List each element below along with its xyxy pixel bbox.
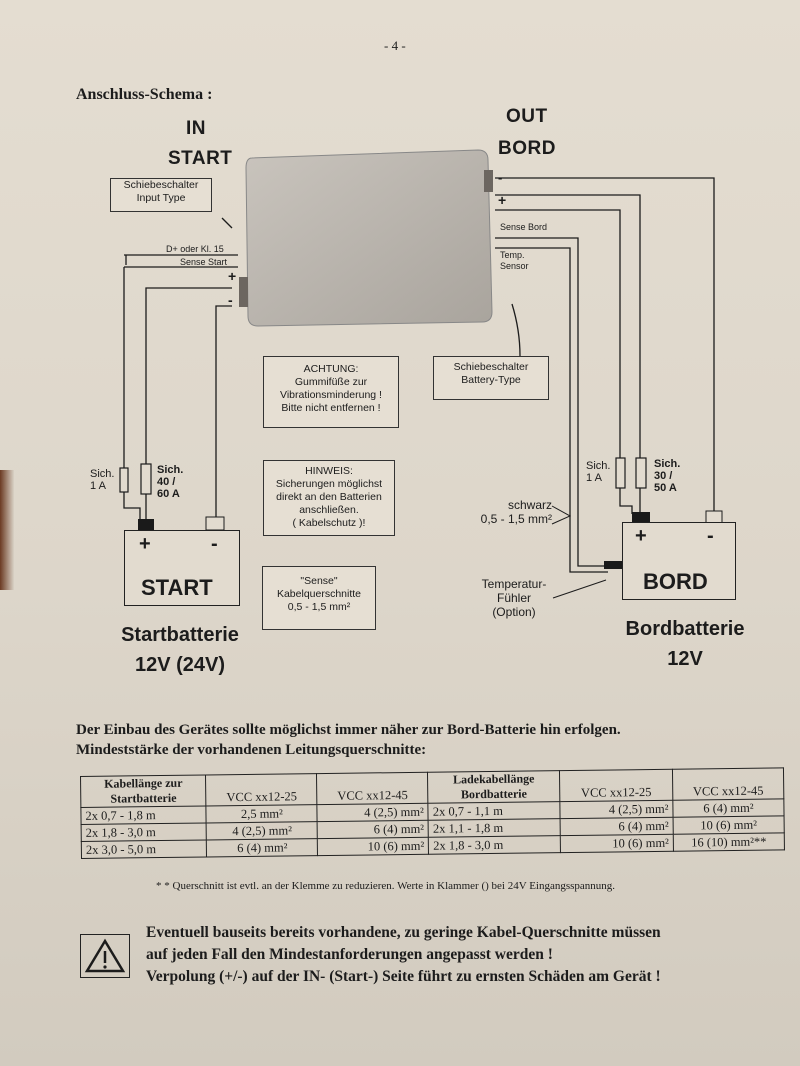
bord-plus-terminal bbox=[632, 512, 650, 524]
table-header: VCC xx12-25 bbox=[559, 769, 673, 802]
table-header: Kabellänge zur Startbatterie bbox=[80, 774, 207, 808]
cable-table: Kabellänge zur Startbatterie VCC xx12-25… bbox=[80, 767, 785, 859]
start-battery-plus: + bbox=[139, 533, 151, 555]
table-cell: 10 (6) mm² bbox=[317, 837, 429, 856]
table-header: VCC xx12-45 bbox=[672, 767, 784, 801]
warning-triangle-icon bbox=[84, 938, 126, 973]
table-cell: 2x 3,0 - 5,0 m bbox=[81, 839, 207, 859]
table-cell: 2x 0,7 - 1,8 m bbox=[80, 805, 207, 825]
label-sense-start: Sense Start bbox=[180, 257, 228, 267]
page-number: - 4 - bbox=[384, 38, 406, 53]
table-footnote: * * Querschnitt ist evtl. an der Klemme … bbox=[156, 880, 616, 892]
warning-box bbox=[80, 934, 130, 978]
bord-battery-plus: + bbox=[635, 525, 647, 547]
schema-title: Anschluss-Schema : bbox=[76, 86, 213, 103]
wiring-diagram bbox=[119, 149, 723, 599]
table-cell: 6 (4) mm² bbox=[672, 798, 785, 818]
table-cell: 4 (2,5) mm² bbox=[317, 803, 429, 822]
start-battery-minus: - bbox=[211, 533, 218, 555]
out-label: OUT bbox=[506, 106, 548, 127]
table-cell: 2x 1,8 - 3,0 m bbox=[81, 822, 207, 842]
binding-shadow bbox=[0, 470, 14, 590]
start-minus-terminal bbox=[205, 516, 225, 531]
table-cell: 10 (6) mm² bbox=[673, 815, 785, 835]
table-cell: 6 (4) mm² bbox=[317, 820, 429, 839]
in-label: IN bbox=[186, 118, 206, 139]
fuse-start-big-label: Sich.40 /60 A bbox=[157, 464, 184, 500]
table-cell: 6 (4) mm² bbox=[206, 838, 318, 857]
bord-battery-name: BORD bbox=[643, 569, 708, 594]
bord-battery: + - BORD bbox=[622, 522, 736, 600]
table-cell: 2x 1,8 - 3,0 m bbox=[428, 835, 561, 855]
table-cell: 4 (2,5) mm² bbox=[206, 821, 318, 840]
fuse-start-big bbox=[140, 463, 152, 495]
warning-line-1: Eventuell bauseits bereits vorhandene, z… bbox=[146, 924, 661, 941]
out-minus-sign: - bbox=[498, 170, 503, 185]
start-plus-sign: + bbox=[228, 268, 237, 284]
start-battery-name: START bbox=[141, 575, 213, 600]
fuse-bord-small bbox=[615, 457, 626, 489]
label-d-plus: D+ oder Kl. 15 bbox=[166, 244, 224, 254]
note-line-2: Mindeststärke der vorhandenen Leitungsqu… bbox=[76, 742, 427, 758]
fuse-start-small-label: Sich.1 A bbox=[90, 468, 115, 492]
table-cell: 4 (2,5) mm² bbox=[559, 800, 674, 819]
table-header: VCC xx12-45 bbox=[316, 772, 429, 805]
temp-fuehler-label: Temperatur-Fühler(Option) bbox=[481, 577, 547, 619]
table-cell: 2,5 mm² bbox=[206, 804, 318, 823]
fuse-bord-big-label: Sich.30 /50 A bbox=[654, 458, 681, 494]
start-label: START bbox=[168, 148, 233, 169]
note-line-1: Der Einbau des Gerätes sollte möglichst … bbox=[76, 722, 621, 738]
charger-device bbox=[239, 149, 493, 327]
warning-line-3: Verpolung (+/-) auf der IN- (Start-) Sei… bbox=[146, 968, 661, 985]
fuse-start-small bbox=[119, 467, 129, 493]
table-cell: 2x 0,7 - 1,1 m bbox=[428, 801, 561, 821]
fuse-bord-small-label: Sich.1 A bbox=[586, 460, 611, 484]
label-sense-bord: Sense Bord bbox=[500, 222, 548, 232]
start-battery: + - START bbox=[124, 530, 240, 606]
out-plus-sign: + bbox=[498, 192, 507, 208]
table-header: VCC xx12-25 bbox=[205, 773, 318, 806]
start-plus-terminal bbox=[138, 519, 154, 531]
table-cell: 10 (6) mm² bbox=[560, 834, 674, 853]
table-cell: 6 (4) mm² bbox=[560, 817, 674, 836]
warning-line-2: auf jeden Fall den Mindestanforderungen … bbox=[146, 946, 553, 963]
label-temp-sensor: Temp.Sensor bbox=[500, 250, 529, 271]
table-header: Ladekabellänge Bordbatterie bbox=[427, 770, 560, 804]
fuse-bord-big bbox=[635, 457, 647, 489]
bord-battery-minus: - bbox=[707, 525, 714, 547]
table-cell: 2x 1,1 - 1,8 m bbox=[428, 818, 561, 838]
table-cell: 16 (10) mm²** bbox=[673, 832, 785, 852]
start-minus-sign: - bbox=[228, 292, 233, 308]
bord-label: BORD bbox=[498, 138, 556, 159]
